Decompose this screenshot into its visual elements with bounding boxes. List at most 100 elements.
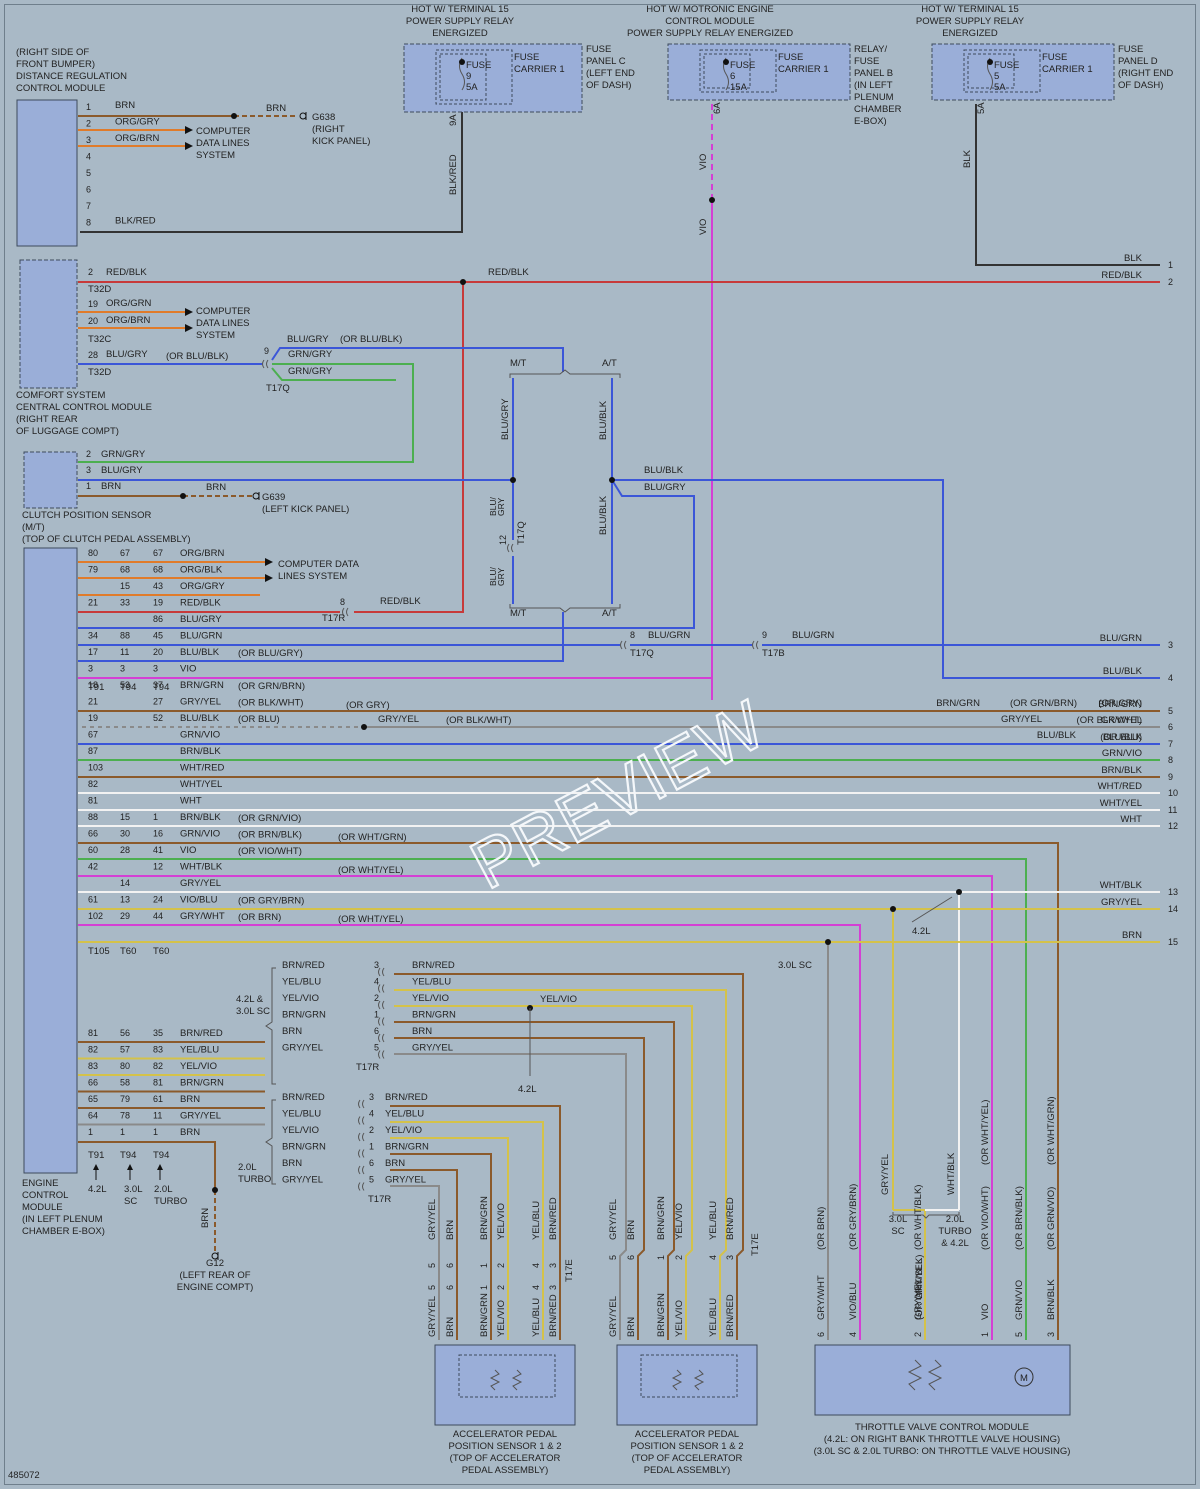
arrow-icon (185, 142, 193, 150)
ecm-label: ENGINE (22, 1178, 58, 1189)
pin-number: 79 (120, 1094, 130, 1104)
wire-label: BRN/GRN (282, 1142, 326, 1153)
label: 8 (340, 597, 345, 607)
connector-label: T17Q (266, 383, 290, 394)
ecm-label: CONTROL (22, 1190, 68, 1201)
pin-number: 2 (496, 1285, 506, 1290)
hot-motronic-label: HOT W/ MOTRONIC ENGINE (646, 4, 774, 15)
mt-label: M/T (510, 608, 527, 619)
pin-number: 3 (374, 960, 379, 970)
pin-number: 3 (88, 664, 93, 674)
terminal-number: 3 (1168, 640, 1173, 650)
fuse-inner-box (435, 49, 513, 105)
wire-label: GRN/GRY (288, 349, 333, 360)
pin-number: 5 (608, 1255, 618, 1260)
pin-number: 6 (369, 1158, 374, 1168)
wire-label: BLU/ (488, 496, 498, 516)
label: 8 (630, 630, 635, 640)
t17r-connector-icon (342, 607, 349, 617)
connector-label: T32C (88, 334, 111, 345)
terminal-wire-label: WHT/YEL (1100, 798, 1142, 809)
wire-pedal-sensor-2 (394, 1053, 627, 1340)
fuse-label: FUSE (730, 60, 755, 71)
wire-pedal-sensor-2 (394, 1005, 693, 1340)
wire-label: BRN/BLK (180, 746, 221, 757)
wire-pedal-sensor-1 (394, 1121, 544, 1340)
throttle-valve-control-module (814, 1344, 1071, 1416)
connector-label: T105 (88, 946, 110, 957)
pin-number: 7 (86, 201, 91, 211)
wire-label: BRN (626, 1220, 637, 1240)
pin-number: 43 (153, 581, 163, 591)
splice-dot (956, 889, 962, 895)
clutch-sensor-label: CLUTCH POSITION SENSOR (22, 510, 151, 521)
pin-number: 41 (153, 845, 163, 855)
pin-number: 67 (120, 548, 130, 558)
pin-number: 3 (86, 135, 91, 145)
wire-label: BLK (962, 149, 973, 168)
pin-number: 82 (88, 1045, 98, 1055)
wire-label: BRN (445, 1317, 456, 1337)
terminal-wire-label: GRN/VIO (1102, 748, 1142, 759)
variant-label: TURBO (238, 1174, 271, 1185)
wire-label: BRN/BLK (1046, 1279, 1057, 1320)
wire-brn-blk (78, 842, 1059, 1340)
fuse-panel-label: PLENUM (854, 92, 894, 103)
variant-label: 4.2L (912, 926, 931, 937)
pin-number: 37 (153, 680, 163, 690)
pin-number: 6 (626, 1255, 636, 1260)
arrow-icon (185, 126, 193, 134)
wire-alt-label: (OR BLK/WHT) (238, 698, 303, 709)
wire-label: BRN (282, 1026, 302, 1037)
pin-number: 5 (1014, 1332, 1024, 1337)
arrow-icon (265, 574, 273, 582)
wire-label: BLU/BLK (598, 495, 609, 535)
pin-number: 65 (88, 1094, 98, 1104)
variant-label: 2.0L (154, 1184, 173, 1195)
wire-label: YEL/VIO (674, 1203, 685, 1240)
fuse-label: FUSE (466, 60, 491, 71)
t17q-connector-icon (507, 543, 514, 553)
pedal-sensor-label: (TOP OF ACCELERATOR (632, 1453, 743, 1464)
variant-label: 2.0L (946, 1214, 965, 1225)
wire-alt-label: (OR BLU/BLK) (166, 351, 228, 362)
fuse-block (439, 53, 487, 101)
pin-number: 16 (153, 829, 163, 839)
t17b-connector-icon (752, 640, 759, 650)
wire-label: BRN/GRN (180, 1078, 224, 1089)
wire-label: YEL/BLU (180, 1045, 219, 1056)
connector-label: T94 (120, 1150, 136, 1161)
wire-label: YEL/VIO (540, 994, 577, 1005)
pin-number: 83 (153, 1045, 163, 1055)
wire-label: YEL/BLU (412, 977, 451, 988)
pin-number: 79 (88, 565, 98, 575)
wire-alt-label: (OR GRN/VIO) (238, 813, 301, 824)
terminal-number: 6 (1168, 722, 1173, 732)
computer-data-lines-label: DATA LINES (196, 138, 250, 149)
pin-number: 1 (88, 1127, 93, 1137)
engine-control-module (23, 547, 78, 1174)
fuse-carrier-label: CARRIER 1 (1042, 64, 1093, 75)
clutch-sensor-label: (TOP OF CLUTCH PEDAL ASSEMBLY) (22, 534, 191, 545)
label: 2 (86, 449, 91, 459)
fuse-carrier-label: FUSE (778, 52, 803, 63)
accelerator-pedal-sensor (434, 1344, 576, 1426)
pin-number: 5 (374, 1043, 379, 1053)
g639-label: G639 (262, 492, 285, 503)
comfort-system-module (19, 259, 78, 389)
wire-vio (78, 875, 993, 1340)
label: 2 (88, 267, 93, 277)
throttle-module-label: THROTTLE VALVE CONTROL MODULE (855, 1422, 1029, 1433)
pin-number: 33 (120, 598, 130, 608)
pin-number: 80 (120, 1061, 130, 1071)
wire-label: YEL/VIO (496, 1300, 507, 1337)
connector-label: T17Q (630, 648, 654, 659)
wire-label: ORG/BRN (180, 548, 224, 559)
pedal-sensor-label: PEDAL ASSEMBLY) (462, 1465, 549, 1476)
g12-label: ENGINE COMPT) (177, 1282, 254, 1293)
wire-label: GRY/YEL (385, 1175, 426, 1186)
comfort-module-label: COMFORT SYSTEM (16, 390, 105, 401)
wire-pedal-sensor-2 (394, 1021, 675, 1340)
pin-number: 5 (369, 1175, 374, 1185)
variant-label: SC (891, 1226, 904, 1237)
